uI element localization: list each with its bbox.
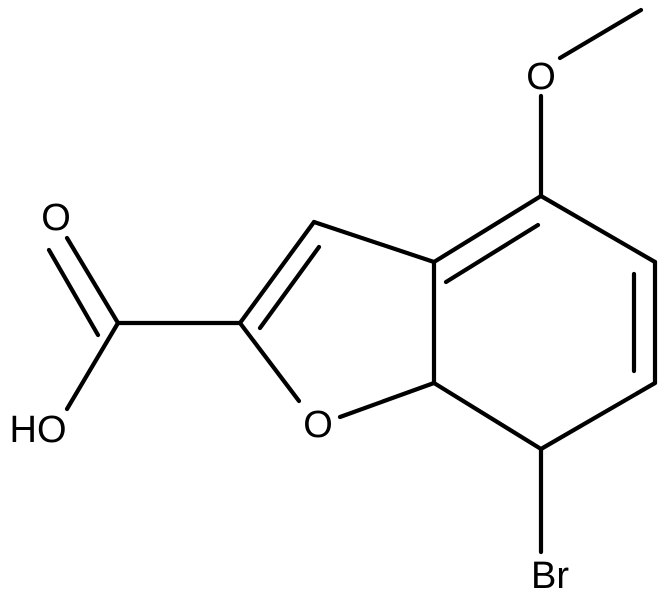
bond-carboxyl-to-hydroxyl bbox=[64, 320, 121, 412]
atom-label-bromine: Br bbox=[531, 555, 569, 597]
bond-benzene-c6-c7 bbox=[538, 380, 658, 452]
bond-furan-o1-c7a bbox=[337, 380, 437, 420]
bond-benzene-c7-c7a bbox=[431, 380, 544, 452]
atom-label-ring-oxygen: O bbox=[303, 404, 333, 446]
bond-benzene-c3a-c4 bbox=[431, 193, 544, 265]
atom-labels: O O HO O Br bbox=[10, 56, 570, 597]
atom-label-carbonyl-oxygen: O bbox=[41, 197, 71, 239]
bond-carboxyl-carbonyl bbox=[64, 235, 121, 326]
bond-furan-c3a-c3 bbox=[311, 219, 437, 265]
atom-label-methoxy-oxygen: O bbox=[526, 56, 556, 98]
atom-label-hydroxyl: HO bbox=[10, 409, 67, 451]
bond-methyl-to-methoxy-oxygen bbox=[557, 7, 644, 61]
bond-carboxyl-carbonyl-second bbox=[46, 247, 101, 338]
bond-lines bbox=[46, 7, 658, 555]
bond-benzene-c3a-c4-inner bbox=[443, 222, 541, 285]
bond-furan-c3-c2-inner bbox=[257, 244, 322, 331]
bond-furan-c3-c2 bbox=[237, 219, 317, 326]
bond-furan-c2-o1 bbox=[237, 320, 302, 404]
bond-benzene-c4-c5 bbox=[538, 193, 658, 265]
